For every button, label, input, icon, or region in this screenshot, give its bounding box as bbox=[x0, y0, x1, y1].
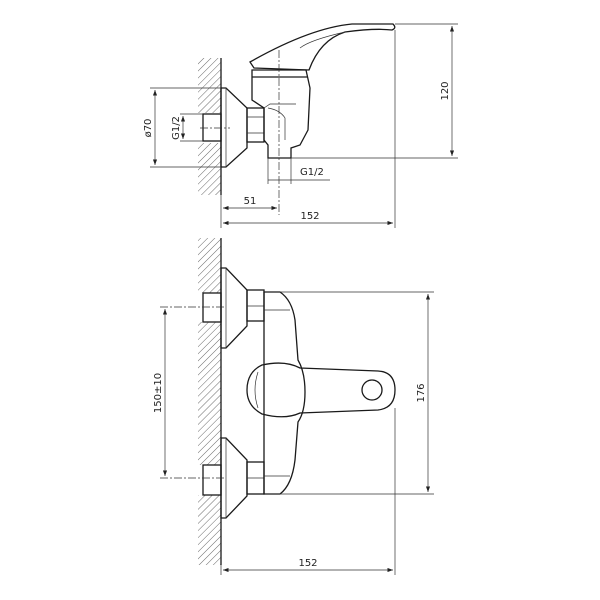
inlet-pipe bbox=[202, 113, 222, 142]
dim-label-diameter: ø70 bbox=[143, 119, 154, 138]
dim-label-152-side: 152 bbox=[300, 211, 319, 222]
dimension-176: 176 bbox=[280, 291, 434, 495]
lever-hole bbox=[361, 379, 383, 401]
dim-label-outlet-thread: G1/2 bbox=[300, 167, 324, 178]
dim-label-inlet-thread: G1/2 bbox=[171, 116, 182, 140]
dimension-152-front: 152 bbox=[220, 408, 396, 575]
dim-label-176: 176 bbox=[416, 383, 427, 402]
faucet-body bbox=[263, 291, 306, 495]
dim-label-152-front: 152 bbox=[298, 558, 317, 569]
dimension-150-spacing: 150±10 bbox=[153, 309, 168, 476]
lower-inlet bbox=[202, 437, 265, 519]
dimension-diameter-70: ø70 bbox=[143, 87, 221, 168]
dimension-120: 120 bbox=[291, 23, 458, 159]
lever-handle bbox=[249, 23, 396, 71]
flange bbox=[220, 87, 248, 168]
dimension-outlet-thread: G1/2 bbox=[267, 158, 330, 184]
nut bbox=[246, 107, 265, 143]
wall-hatch bbox=[198, 238, 222, 565]
dim-label-150: 150±10 bbox=[153, 373, 164, 413]
lever-handle bbox=[246, 362, 396, 418]
dim-label-120: 120 bbox=[440, 81, 451, 100]
front-view: 176 150±10 152 bbox=[153, 238, 434, 575]
side-view: 120 ø70 G1/2 G1/2 51 152 bbox=[143, 23, 458, 228]
wall-hatch bbox=[198, 58, 222, 195]
faucet-body bbox=[251, 69, 311, 159]
dim-label-51: 51 bbox=[244, 196, 257, 207]
dimension-51: 51 bbox=[220, 195, 277, 228]
dimension-152-side: 152 bbox=[223, 30, 396, 228]
dimension-inlet-thread: G1/2 bbox=[171, 113, 203, 142]
upper-inlet bbox=[202, 267, 265, 349]
